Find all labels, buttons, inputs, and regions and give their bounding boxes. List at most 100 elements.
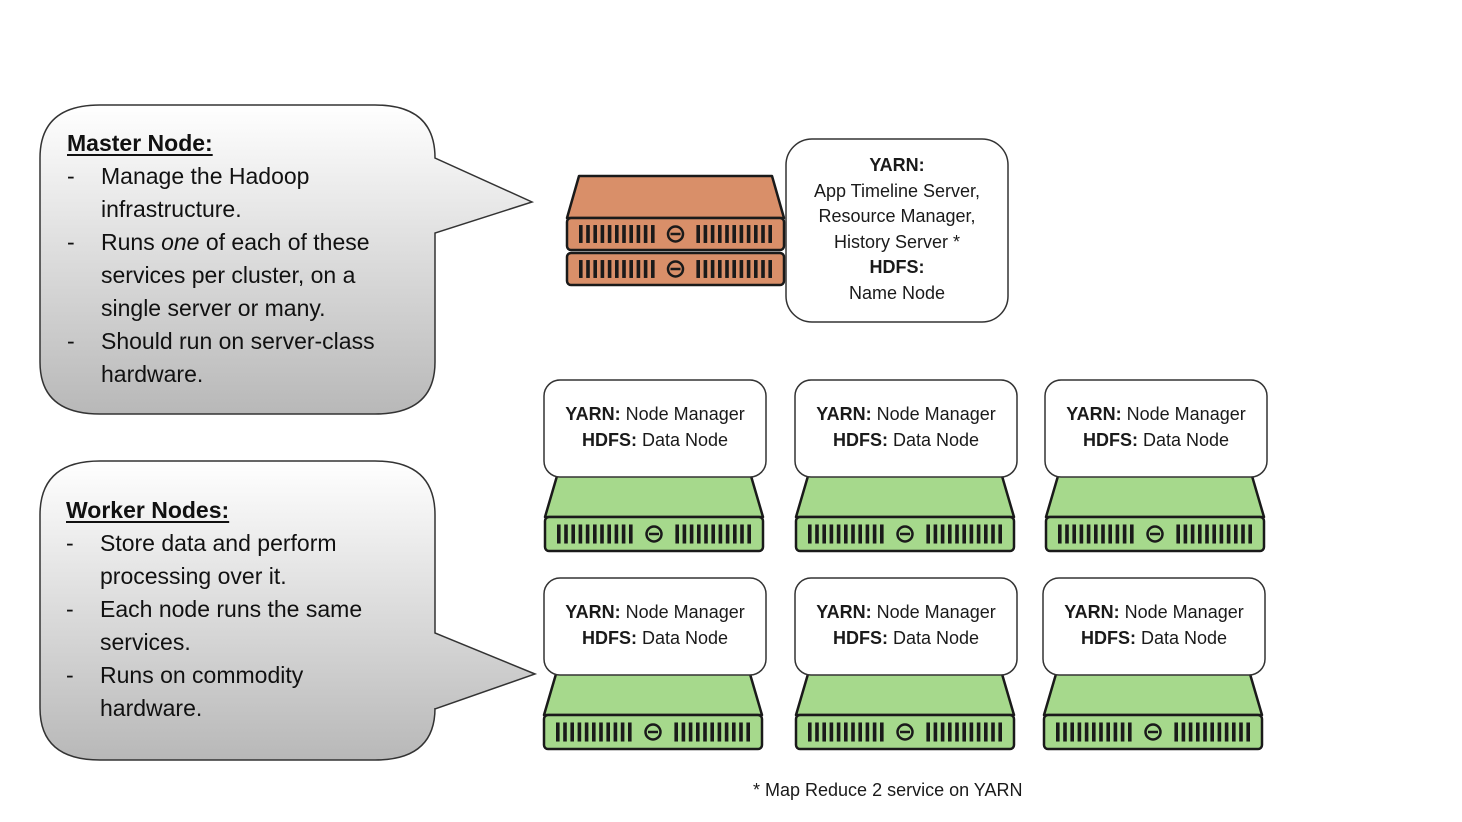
vent-bar (1115, 524, 1120, 544)
worker-server-icon (543, 474, 765, 553)
vent-bar (1212, 524, 1216, 544)
vent-bar (1241, 524, 1245, 544)
vent-bar (976, 524, 981, 544)
vent-bar (1058, 524, 1062, 544)
vent-bar (732, 260, 736, 278)
vent-bar (725, 260, 729, 278)
vent-bar (1070, 722, 1074, 742)
vent-bar (1210, 722, 1214, 742)
vent-bar (851, 722, 855, 742)
vent-bar (629, 225, 633, 243)
vent-bar (1198, 524, 1202, 544)
vent-bar (768, 225, 772, 243)
bullet-line: services per cluster, on a (101, 262, 356, 288)
vent-bar (710, 225, 715, 243)
power-button-icon (645, 525, 663, 543)
worker-services-box (1044, 379, 1268, 478)
worker-node (543, 379, 767, 553)
worker-yarn-label: YARN: (565, 602, 621, 622)
master-callout-title: Master Node: (67, 130, 213, 156)
vent-bar (622, 260, 626, 278)
vent-bar (1106, 722, 1110, 742)
vent-bar (710, 260, 715, 278)
vent-bar (1203, 722, 1207, 742)
vent-bar (851, 524, 855, 544)
vent-bar (563, 722, 567, 742)
vent-bar (822, 722, 826, 742)
vent-bar (703, 722, 707, 742)
vent-bar (822, 524, 826, 544)
vent-bar (628, 722, 632, 742)
worker-yarn-service: Node Manager (1126, 404, 1246, 424)
vent-bar (746, 260, 751, 278)
vent-bar (991, 722, 995, 742)
vent-bar (739, 722, 743, 742)
worker-hdfs-service: Data Node (892, 628, 980, 648)
bullet-line: Runs on commodity (100, 662, 304, 688)
vent-bar (844, 524, 848, 544)
vent-bar (948, 722, 952, 742)
vent-bar (815, 524, 819, 544)
vent-bar (593, 524, 597, 544)
vent-bar (761, 225, 765, 243)
vent-bar (718, 225, 722, 243)
vent-bar (1190, 524, 1195, 544)
master-hdfs-label: HDFS: (869, 257, 925, 277)
vent-bar (614, 524, 619, 544)
vent-bar (740, 524, 744, 544)
vent-bar (674, 722, 678, 742)
power-button-icon (666, 225, 685, 243)
worker-services-box (794, 577, 1018, 676)
worker-node (1042, 577, 1266, 751)
vent-bar (865, 722, 870, 742)
vent-bar (1094, 524, 1098, 544)
vent-bar (1246, 722, 1250, 742)
bullet-line: Manage the Hadoop (101, 163, 310, 189)
vent-bar (808, 722, 812, 742)
vent-bar (1056, 722, 1060, 742)
worker-yarn-service: Node Manager (876, 602, 996, 622)
vent-bar (1183, 524, 1188, 544)
vent-bar (711, 524, 715, 544)
vent-bar (636, 260, 641, 278)
vent-bar (675, 524, 679, 544)
worker-hdfs-label: HDFS: (1080, 628, 1136, 648)
server-vents (808, 722, 1002, 742)
worker-server-icon (1042, 672, 1264, 751)
master-hdfs-service: Name Node (848, 282, 946, 303)
vent-bar (739, 225, 744, 243)
worker-node (794, 577, 1018, 751)
vent-bar (556, 722, 560, 742)
power-button-icon (1144, 723, 1162, 741)
worker-nodes-group (542, 379, 1268, 751)
vent-bar (607, 260, 612, 278)
worker-node (542, 577, 767, 751)
vent-bar (621, 524, 626, 544)
bullet-line: hardware. (101, 361, 204, 387)
bullet-line: hardware. (100, 695, 203, 721)
vent-bar (600, 260, 605, 278)
vent-bar (836, 524, 841, 544)
vent-bar (998, 524, 1002, 544)
vent-bar (577, 722, 582, 742)
vent-bar (643, 260, 648, 278)
worker-yarn-service: Node Manager (1124, 602, 1244, 622)
vent-bar (689, 524, 694, 544)
vent-bar (962, 722, 966, 742)
vent-bar (858, 524, 862, 544)
vent-bar (1063, 722, 1067, 742)
vent-bar (651, 260, 655, 278)
bullet-line: processing over it. (100, 563, 287, 589)
worker-hdfs-label: HDFS: (832, 628, 888, 648)
vent-bar (1248, 524, 1252, 544)
vent-bar (844, 722, 848, 742)
vent-bar (1101, 524, 1105, 544)
server-vents (556, 722, 750, 742)
vent-bar (636, 225, 641, 243)
vent-bar (600, 524, 604, 544)
master-services-box (785, 138, 1009, 323)
worker-hdfs-label: HDFS: (581, 430, 637, 450)
vent-bar (592, 722, 596, 742)
vent-bar (976, 722, 981, 742)
worker-callout-bubble (39, 460, 538, 761)
